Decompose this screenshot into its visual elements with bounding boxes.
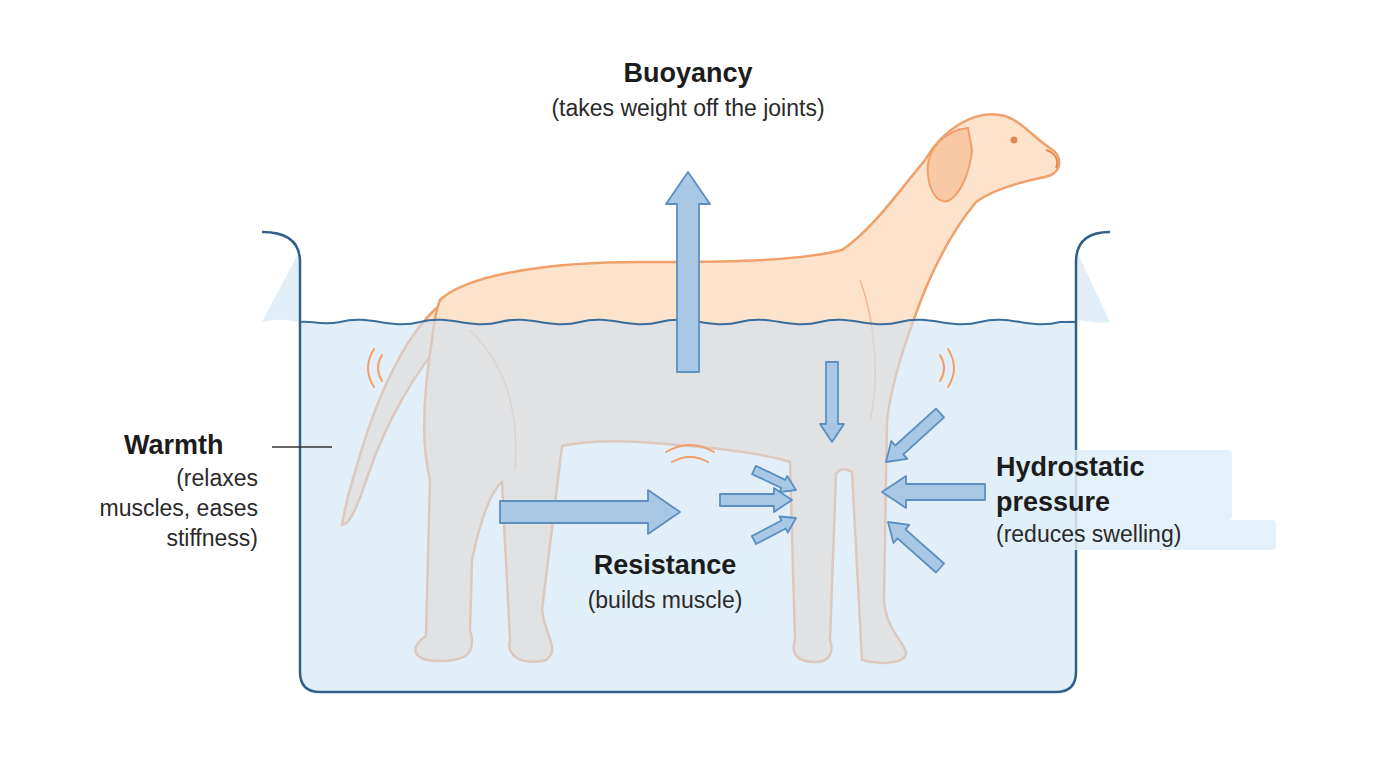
force-arrow [820, 362, 844, 442]
effect-heading: Resistance [560, 548, 770, 583]
force-arrow [752, 466, 796, 492]
effect-heading: Buoyancy [568, 56, 808, 91]
dog-eye [1011, 137, 1018, 144]
force-arrows [500, 172, 985, 573]
effect-heading: Hydrostatic pressure [996, 450, 1232, 520]
effect-description: (takes weight off the joints) [548, 94, 828, 124]
effect-heading: Warmth [124, 428, 270, 463]
force-arrow [666, 172, 710, 372]
effect-description: (relaxes muscles, eases stiffness) [96, 464, 258, 554]
effect-description: (builds muscle) [560, 586, 770, 616]
force-arrow [888, 522, 944, 573]
effect-description: (reduces swelling) [996, 520, 1276, 550]
warmth-marks [368, 349, 954, 462]
force-arrow [752, 517, 796, 545]
force-arrow [882, 476, 985, 508]
dog-ear [928, 128, 972, 201]
force-arrow [886, 409, 944, 462]
dog-nose [1046, 150, 1057, 168]
force-arrow [500, 490, 680, 534]
leader-line [272, 446, 332, 448]
